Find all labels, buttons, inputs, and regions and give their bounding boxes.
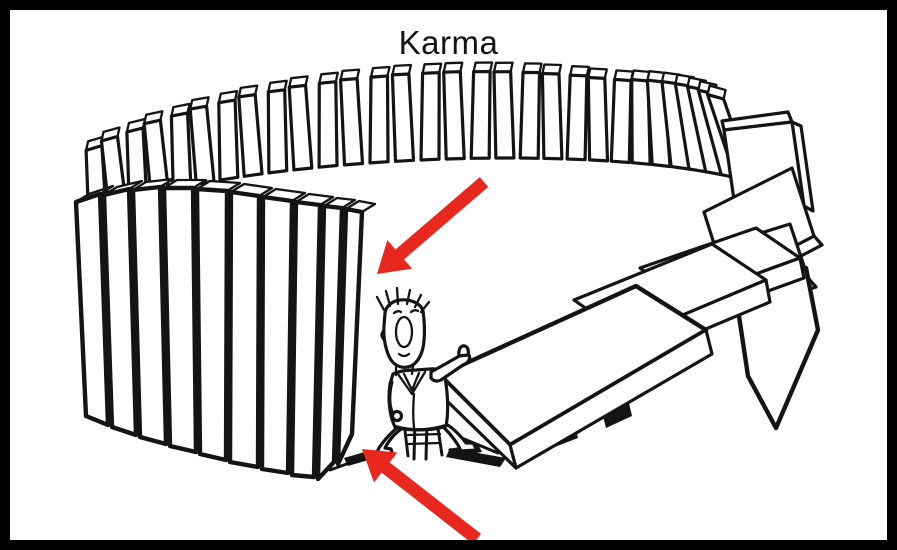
man-left-hand <box>390 409 404 423</box>
man-mouth <box>397 352 411 358</box>
man-right-hand <box>457 344 470 358</box>
man-left-arm <box>388 380 395 416</box>
man-hair <box>375 286 431 314</box>
man-right-leg <box>436 420 479 453</box>
warning-arrow <box>362 449 481 540</box>
domino-ring-left-group <box>73 177 377 482</box>
warning-arrow <box>377 177 489 274</box>
man-nose <box>394 315 414 349</box>
man-brows <box>392 309 420 315</box>
cartoon-man <box>374 286 479 458</box>
fallen-dominoes-foreground <box>437 226 806 470</box>
cartoon-title: Karma <box>398 24 499 61</box>
warning-arrows <box>362 177 489 540</box>
man-ear <box>380 328 386 342</box>
